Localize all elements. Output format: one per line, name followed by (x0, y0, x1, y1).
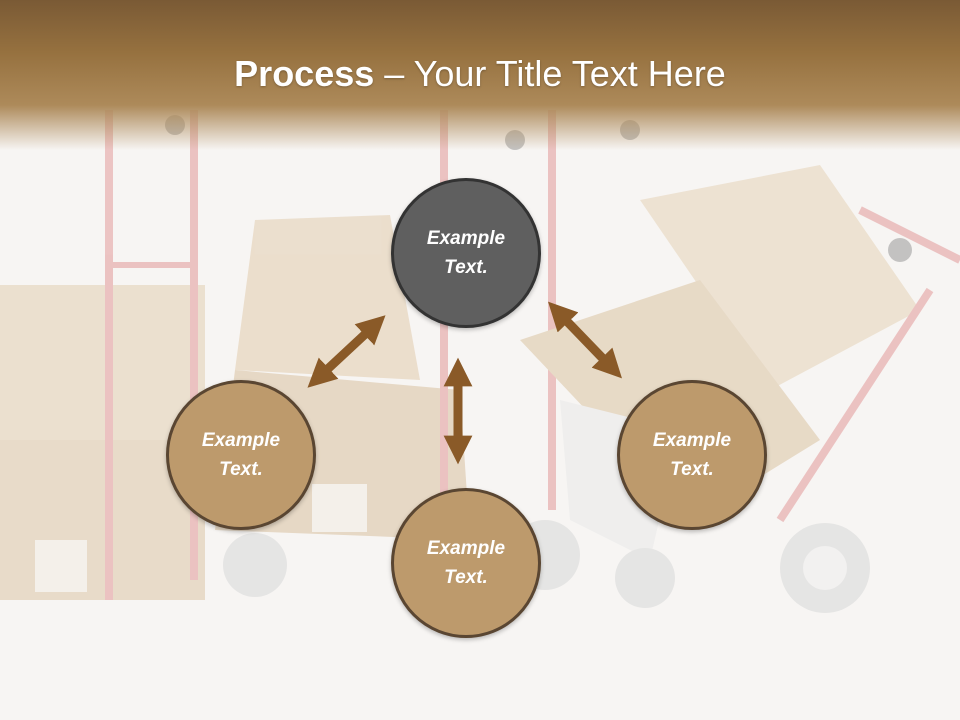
arrow-center-right (548, 301, 622, 379)
title-bar (0, 0, 960, 150)
node-bottom: Example Text. (391, 488, 541, 638)
title-bold-part: Process (234, 53, 375, 94)
title-rest-part: – Your Title Text Here (374, 53, 726, 94)
slide-title: Process – Your Title Text Here (0, 52, 960, 96)
node-bottom-text: Example Text. (426, 538, 506, 588)
node-center-text: Example Text. (426, 228, 506, 278)
node-right: Example Text. (617, 380, 767, 530)
node-center: Example Text. (391, 178, 541, 328)
node-left-text: Example Text. (201, 430, 281, 480)
node-left: Example Text. (166, 380, 316, 530)
arrow-center-left (307, 315, 386, 388)
node-right-text: Example Text. (652, 430, 732, 480)
